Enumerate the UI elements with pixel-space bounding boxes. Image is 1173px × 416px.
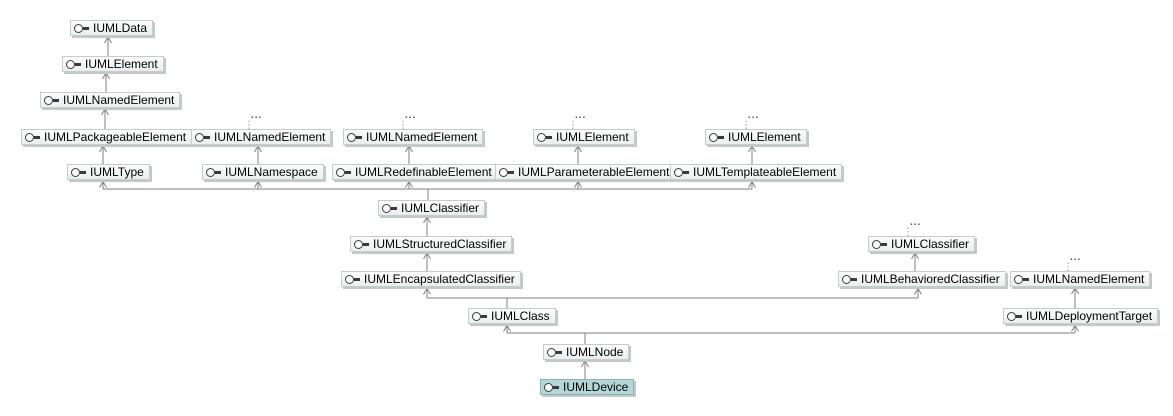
interface-lollipop-icon bbox=[66, 59, 81, 69]
node-label: IUMLNamedElement bbox=[63, 93, 175, 107]
node-iumlstructuredclassifier[interactable]: IUMLStructuredClassifier bbox=[350, 236, 513, 252]
more-parents-marker: ... bbox=[575, 110, 587, 121]
interface-lollipop-icon bbox=[382, 203, 397, 213]
node-label: IUMLDevice bbox=[563, 380, 629, 394]
node-label: IUMLNamedElement bbox=[214, 130, 326, 144]
interface-lollipop-icon bbox=[71, 167, 86, 177]
node-iumlclassifier-2[interactable]: IUMLClassifier bbox=[868, 236, 976, 252]
edge-iumlstructuredclassifier-to-iumlclassifier bbox=[423, 216, 431, 236]
node-iumlencapsulatedclassifier[interactable]: IUMLEncapsulatedClassifier bbox=[341, 271, 521, 287]
interface-lollipop-icon bbox=[674, 167, 689, 177]
node-iumlnamespace[interactable]: IUMLNamespace bbox=[202, 164, 324, 180]
edge-iumlnamespace-to-iumlnamedelement bbox=[254, 145, 262, 164]
interface-lollipop-icon bbox=[206, 167, 221, 177]
interface-lollipop-icon bbox=[195, 132, 210, 142]
more-parents-marker: ... bbox=[1070, 252, 1082, 263]
interface-lollipop-icon bbox=[44, 95, 59, 105]
node-iumlredefinableelement[interactable]: IUMLRedefinableElement bbox=[332, 164, 498, 180]
interface-lollipop-icon bbox=[354, 239, 369, 249]
edge-iumlclassifier-to-parents-bus bbox=[99, 180, 756, 200]
edge-iumldeploymenttarget-to-iumlnamedelement bbox=[1071, 287, 1079, 308]
node-iumlclassifier[interactable]: IUMLClassifier bbox=[378, 200, 486, 216]
interface-lollipop-icon bbox=[537, 132, 552, 142]
node-iumlbehavioredclassifier[interactable]: IUMLBehavioredClassifier bbox=[838, 271, 1006, 287]
interface-lollipop-icon bbox=[1007, 311, 1022, 321]
node-iumlnamedelement[interactable]: IUMLNamedElement bbox=[40, 92, 181, 108]
node-iumlparameterableelement[interactable]: IUMLParameterableElement bbox=[495, 164, 676, 180]
edge-iumlnamedelement-to-iumlelement bbox=[102, 72, 110, 92]
node-label: IUMLEncapsulatedClassifier bbox=[364, 272, 515, 286]
interface-lollipop-icon bbox=[336, 167, 351, 177]
node-label: IUMLNamedElement bbox=[1033, 272, 1145, 286]
node-iumlpackageableelement[interactable]: IUMLPackageableElement bbox=[21, 129, 193, 145]
edge-iumltemplateableelement-to-iumlelement bbox=[748, 145, 756, 164]
node-label: IUMLClassifier bbox=[891, 237, 970, 251]
interface-lollipop-icon bbox=[499, 167, 514, 177]
node-label: IUMLType bbox=[90, 165, 144, 179]
edge-iumltype-to-iumlpackageableelement bbox=[99, 145, 107, 164]
node-iumlnode[interactable]: IUMLNode bbox=[543, 344, 630, 360]
node-iumlelement-2[interactable]: IUMLElement bbox=[533, 129, 635, 145]
more-parents-marker: ... bbox=[405, 110, 417, 121]
node-label: IUMLElement bbox=[85, 57, 158, 71]
node-label: IUMLDeploymentTarget bbox=[1026, 309, 1153, 323]
more-parents-marker: ... bbox=[910, 217, 922, 228]
node-iumldevice[interactable]: IUMLDevice bbox=[540, 379, 635, 395]
node-label: IUMLStructuredClassifier bbox=[373, 237, 507, 251]
node-iumlnamedelement-4[interactable]: IUMLNamedElement bbox=[1010, 271, 1151, 287]
more-parents-marker: ... bbox=[251, 110, 263, 121]
node-label: IUMLClassifier bbox=[401, 201, 480, 215]
node-label: IUMLData bbox=[93, 21, 148, 35]
node-label: IUMLRedefinableElement bbox=[355, 165, 492, 179]
node-label: IUMLParameterableElement bbox=[518, 165, 670, 179]
edge-iumldevice-to-iumlnode bbox=[581, 360, 589, 379]
node-iumldata[interactable]: IUMLData bbox=[70, 20, 154, 36]
edge-iumlredefinableelement-to-iumlnamedelement bbox=[405, 145, 413, 164]
node-label: IUMLClass bbox=[491, 309, 550, 323]
node-label: IUMLPackageableElement bbox=[44, 130, 187, 144]
node-iumltemplateableelement[interactable]: IUMLTemplateableElement bbox=[670, 164, 843, 180]
interface-lollipop-icon bbox=[1014, 274, 1029, 284]
edge-iumlclass-to-parents-bus bbox=[423, 287, 922, 308]
node-label: IUMLBehavioredClassifier bbox=[861, 272, 1000, 286]
edge-iumlelement-to-iumldata bbox=[104, 36, 112, 56]
edge-iumlnode-to-parents-bus bbox=[503, 324, 1079, 344]
more-parents-marker: ... bbox=[748, 110, 760, 121]
interface-lollipop-icon bbox=[547, 347, 562, 357]
edge-iumlbehavioredclassifier-to-iumlclassifier bbox=[911, 252, 919, 271]
node-label: IUMLNode bbox=[566, 345, 624, 359]
node-iumldeploymenttarget[interactable]: IUMLDeploymentTarget bbox=[1003, 308, 1159, 324]
node-iumlelement[interactable]: IUMLElement bbox=[62, 56, 164, 72]
node-iumlclass[interactable]: IUMLClass bbox=[468, 308, 556, 324]
node-label: IUMLNamedElement bbox=[366, 130, 478, 144]
edge-iumlencapsulatedclassifier-to-iumlstructuredclassifier bbox=[423, 252, 431, 271]
node-iumlnamedelement-3[interactable]: IUMLNamedElement bbox=[343, 129, 484, 145]
interface-lollipop-icon bbox=[709, 132, 724, 142]
interface-lollipop-icon bbox=[472, 311, 487, 321]
node-iumltype[interactable]: IUMLType bbox=[67, 164, 150, 180]
node-label: IUMLElement bbox=[556, 130, 629, 144]
interface-lollipop-icon bbox=[842, 274, 857, 284]
node-iumlnamedelement-2[interactable]: IUMLNamedElement bbox=[191, 129, 332, 145]
node-iumlelement-3[interactable]: IUMLElement bbox=[705, 129, 807, 145]
interface-lollipop-icon bbox=[347, 132, 362, 142]
node-label: IUMLElement bbox=[728, 130, 801, 144]
edge-iumlparameterableelement-to-iumlelement bbox=[574, 145, 582, 164]
interface-lollipop-icon bbox=[25, 132, 40, 142]
interface-lollipop-icon bbox=[345, 274, 360, 284]
interface-lollipop-icon bbox=[74, 23, 89, 33]
node-label: IUMLTemplateableElement bbox=[693, 165, 837, 179]
edge-iumlpackageableelement-to-iumlnamedelement bbox=[101, 108, 109, 129]
node-label: IUMLNamespace bbox=[225, 165, 318, 179]
interface-lollipop-icon bbox=[544, 382, 559, 392]
interface-lollipop-icon bbox=[872, 239, 887, 249]
